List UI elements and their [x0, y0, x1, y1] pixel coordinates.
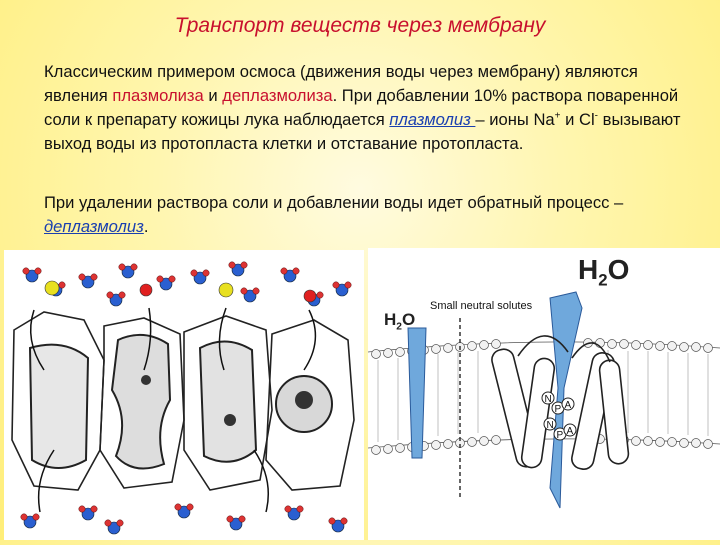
water-flow-arrow-left [407, 327, 427, 459]
paragraph-osmosis: Классическим примером осмоса (движения в… [44, 60, 694, 156]
residue-a-2: A [567, 426, 574, 437]
cells-illustration [11, 261, 355, 535]
cl-ion-1 [44, 280, 60, 296]
h2o-small-h: H [384, 310, 397, 329]
p2-text-2: . [143, 217, 149, 236]
solutes-label: Small neutral solutes [430, 300, 533, 312]
cell-contents [28, 333, 333, 470]
na-charge: + [554, 110, 561, 122]
paragraph-deplasmolysis: При удалении раствора соли и добавлении … [44, 191, 694, 239]
plasmolysis-term: плазмолиза [112, 86, 204, 105]
membrane-channel-figure: N P A N P A H2O H2O Small neutral solute… [367, 248, 720, 540]
h2o-large-sub: 2 [598, 270, 608, 290]
p2-text-1: При удалении раствора соли и добавлении … [44, 193, 624, 212]
h2o-large-o: O [607, 254, 630, 285]
aquaporin-protein [491, 335, 630, 470]
na-ion-2 [303, 289, 317, 303]
h2o-large-h: H [578, 254, 599, 285]
p1-text-5: и Cl [560, 110, 595, 129]
p1-text-3: . При добавлении 10% раствора поваренной… [44, 86, 679, 129]
cl-ion-2 [218, 282, 234, 298]
deplasmolysis-term: деплазмолиза [222, 86, 333, 105]
residue-p-1: P [555, 404, 562, 415]
h2o-label-small: H2O [384, 310, 415, 332]
cl-charge: - [594, 110, 599, 122]
h2o-small-o: O [401, 310, 416, 329]
residue-n-1: N [545, 394, 552, 405]
h2o-small-sub: 2 [396, 321, 402, 333]
h2o-label-large: H2O [578, 254, 629, 291]
residue-p-2: P [557, 430, 564, 441]
water-molecules-top [22, 261, 352, 307]
p1-text-6: вызывают выход воды из протопласта клетк… [44, 110, 681, 153]
p1-text-4: – ионы Na [475, 110, 555, 129]
membrane-illustration: N P A N P A [367, 291, 720, 509]
residue-n-2: N [547, 420, 554, 431]
p1-text-1: Классическим примером осмоса (движения в… [44, 62, 638, 105]
na-ion-1 [139, 283, 153, 297]
p1-text-2: и [203, 86, 223, 105]
deplasmolysis-link[interactable]: деплазмолиз [44, 217, 144, 236]
residue-a-1: A [565, 400, 572, 411]
plasmolysis-link[interactable]: плазмолиз [389, 110, 476, 129]
water-molecules-bottom [20, 503, 348, 535]
slide-title: Транспорт веществ через мембрану [174, 14, 546, 37]
plasmolysis-cells-figure [4, 250, 364, 540]
